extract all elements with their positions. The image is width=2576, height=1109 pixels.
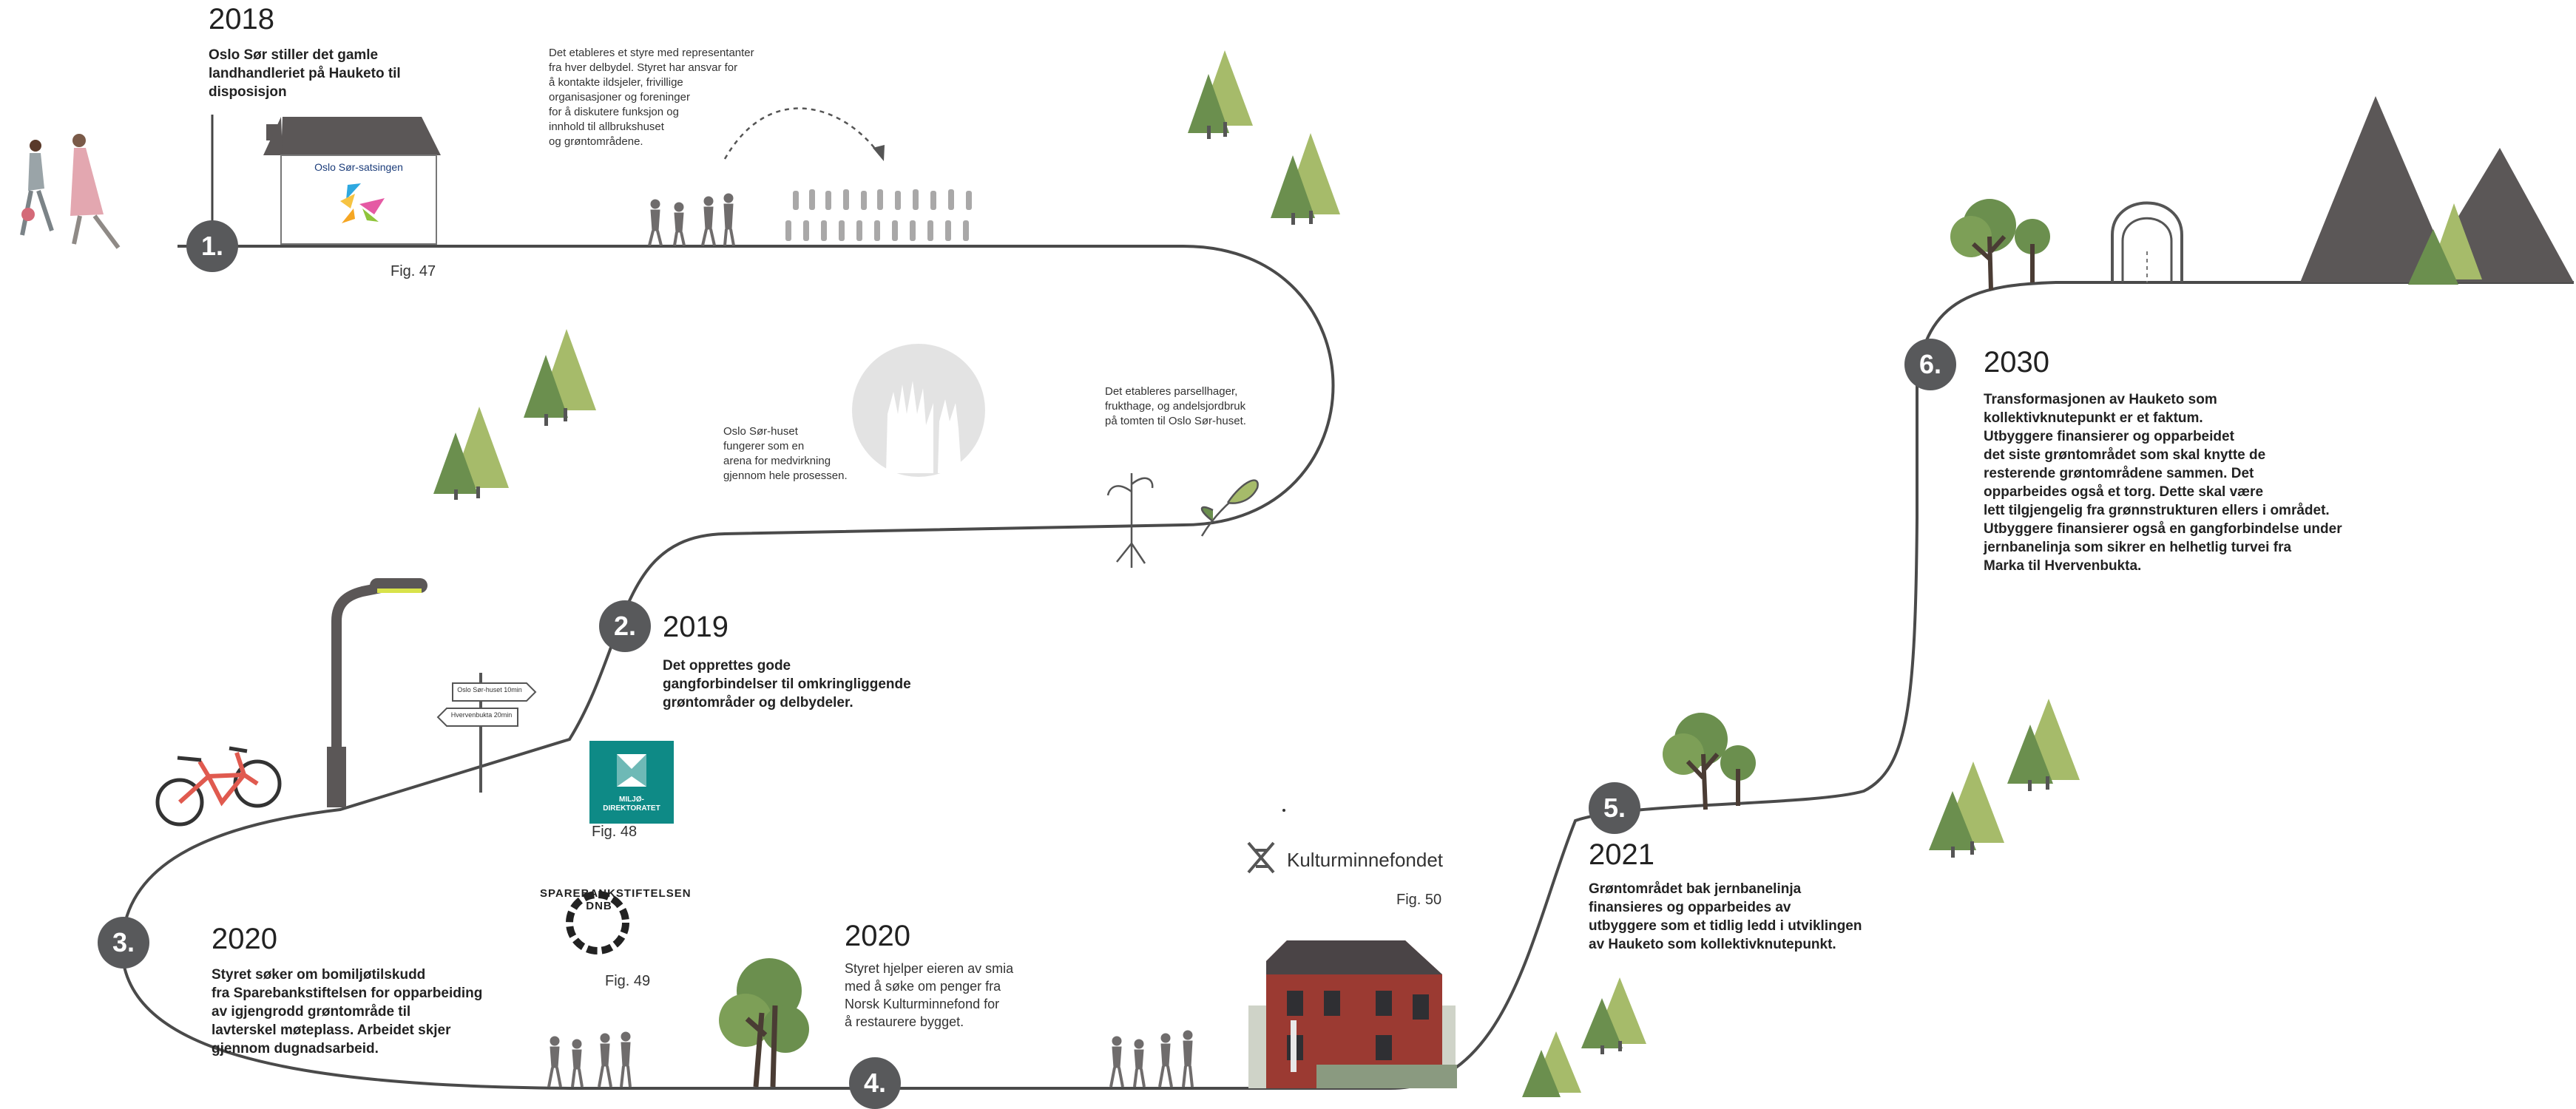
milestone-2-year: 2019 [663,611,728,643]
milestone-3-text: Styret søker om bomiljøtilskudd fra Spar… [212,967,483,1057]
house-sign-text: Oslo Sør-satsingen [314,161,403,173]
milestone-6-year: 2030 [1984,346,2049,379]
kulturminnefondet-icon [1247,841,1275,874]
step-4-marker: 4. [849,1057,901,1109]
conifer-trees-right-mid [1929,699,2080,858]
miljodirektoratet-line2: DIREKTORATET [603,804,660,813]
milestone-5-year: 2021 [1589,838,1654,871]
mountains-illustration [2300,96,2574,285]
conifer-trees-top [1188,50,1340,225]
dotted-arrow [723,107,882,160]
sparebankstiftelsen-logo [566,891,629,954]
note-arena: Oslo Sør-huset fungerer som en arena for… [723,425,848,482]
deciduous-trees-step5 [1663,713,1756,810]
signpost-illustration [436,673,537,793]
note-gardens: Det etableres parsellhager, frukthage, o… [1105,385,1246,427]
miljodirektoratet-line1: MILJØ- [619,796,644,804]
stray-dot [1282,809,1285,812]
figure-47-caption: Fig. 47 [391,263,436,279]
signpost-sign-2: Hvervenbukta 20min [450,711,513,719]
conifer-trees-bottom [1522,977,1646,1097]
people-group-step3 [547,1031,632,1088]
milestone-4-year: 2020 [845,920,910,952]
oslo-sor-house-illustration [263,117,441,245]
milestone-3-year: 2020 [212,923,277,955]
figure-50-caption: Fig. 50 [1396,892,1442,908]
milestone-4-text: Styret hjelper eieren av smia med å søke… [845,961,1014,1029]
milestone-6-text: Transformasjonen av Hauketo som kollekti… [1984,392,2342,574]
step-3-marker: 3. [98,917,149,969]
walking-people-illustration [20,134,121,249]
hands-raised-icon [852,344,985,477]
miljodirektoratet-logo [589,741,674,824]
board-people-illustration [648,193,735,246]
conifer-trees-mid-left [433,329,596,500]
milestone-1-year: 2018 [209,3,274,35]
crowd-illustration [785,189,972,241]
milestone-2-text: Det opprettes gode gangforbindelser til … [663,658,911,710]
bicycle-illustration [155,746,282,827]
step-2-marker: 2. [599,600,651,652]
people-group-step4 [1109,1030,1194,1088]
step-1-marker: 1. [186,220,238,272]
step-6-marker: 6. [1904,339,1956,390]
milestone-5-text: Grøntområdet bak jernbanelinja finansier… [1589,881,1862,952]
sparebankstiftelsen-text: SPAREBANKSTIFTELSEN DNB [540,887,692,912]
milestone-1-text: Oslo Sør stiller det gamle landhandlerie… [209,47,401,100]
step-5-marker: 5. [1589,782,1640,834]
tunnel-illustration [2111,201,2183,282]
sprouts-illustration [1106,473,1259,568]
street-lamp-illustration [327,578,427,807]
note-board: Det etableres et styre med representante… [549,47,754,148]
deciduous-trees-top-right [1950,199,2050,291]
timeline-path [120,245,2574,1090]
red-building-photo [1248,940,1457,1088]
signpost-sign-1: Oslo Sør-huset 10min [457,686,522,693]
kulturminnefondet-text: Kulturminnefondet [1287,849,1444,871]
deciduous-trees-step4 [719,958,809,1088]
figure-49-caption: Fig. 49 [605,973,651,989]
figure-48-caption: Fig. 48 [592,824,638,840]
